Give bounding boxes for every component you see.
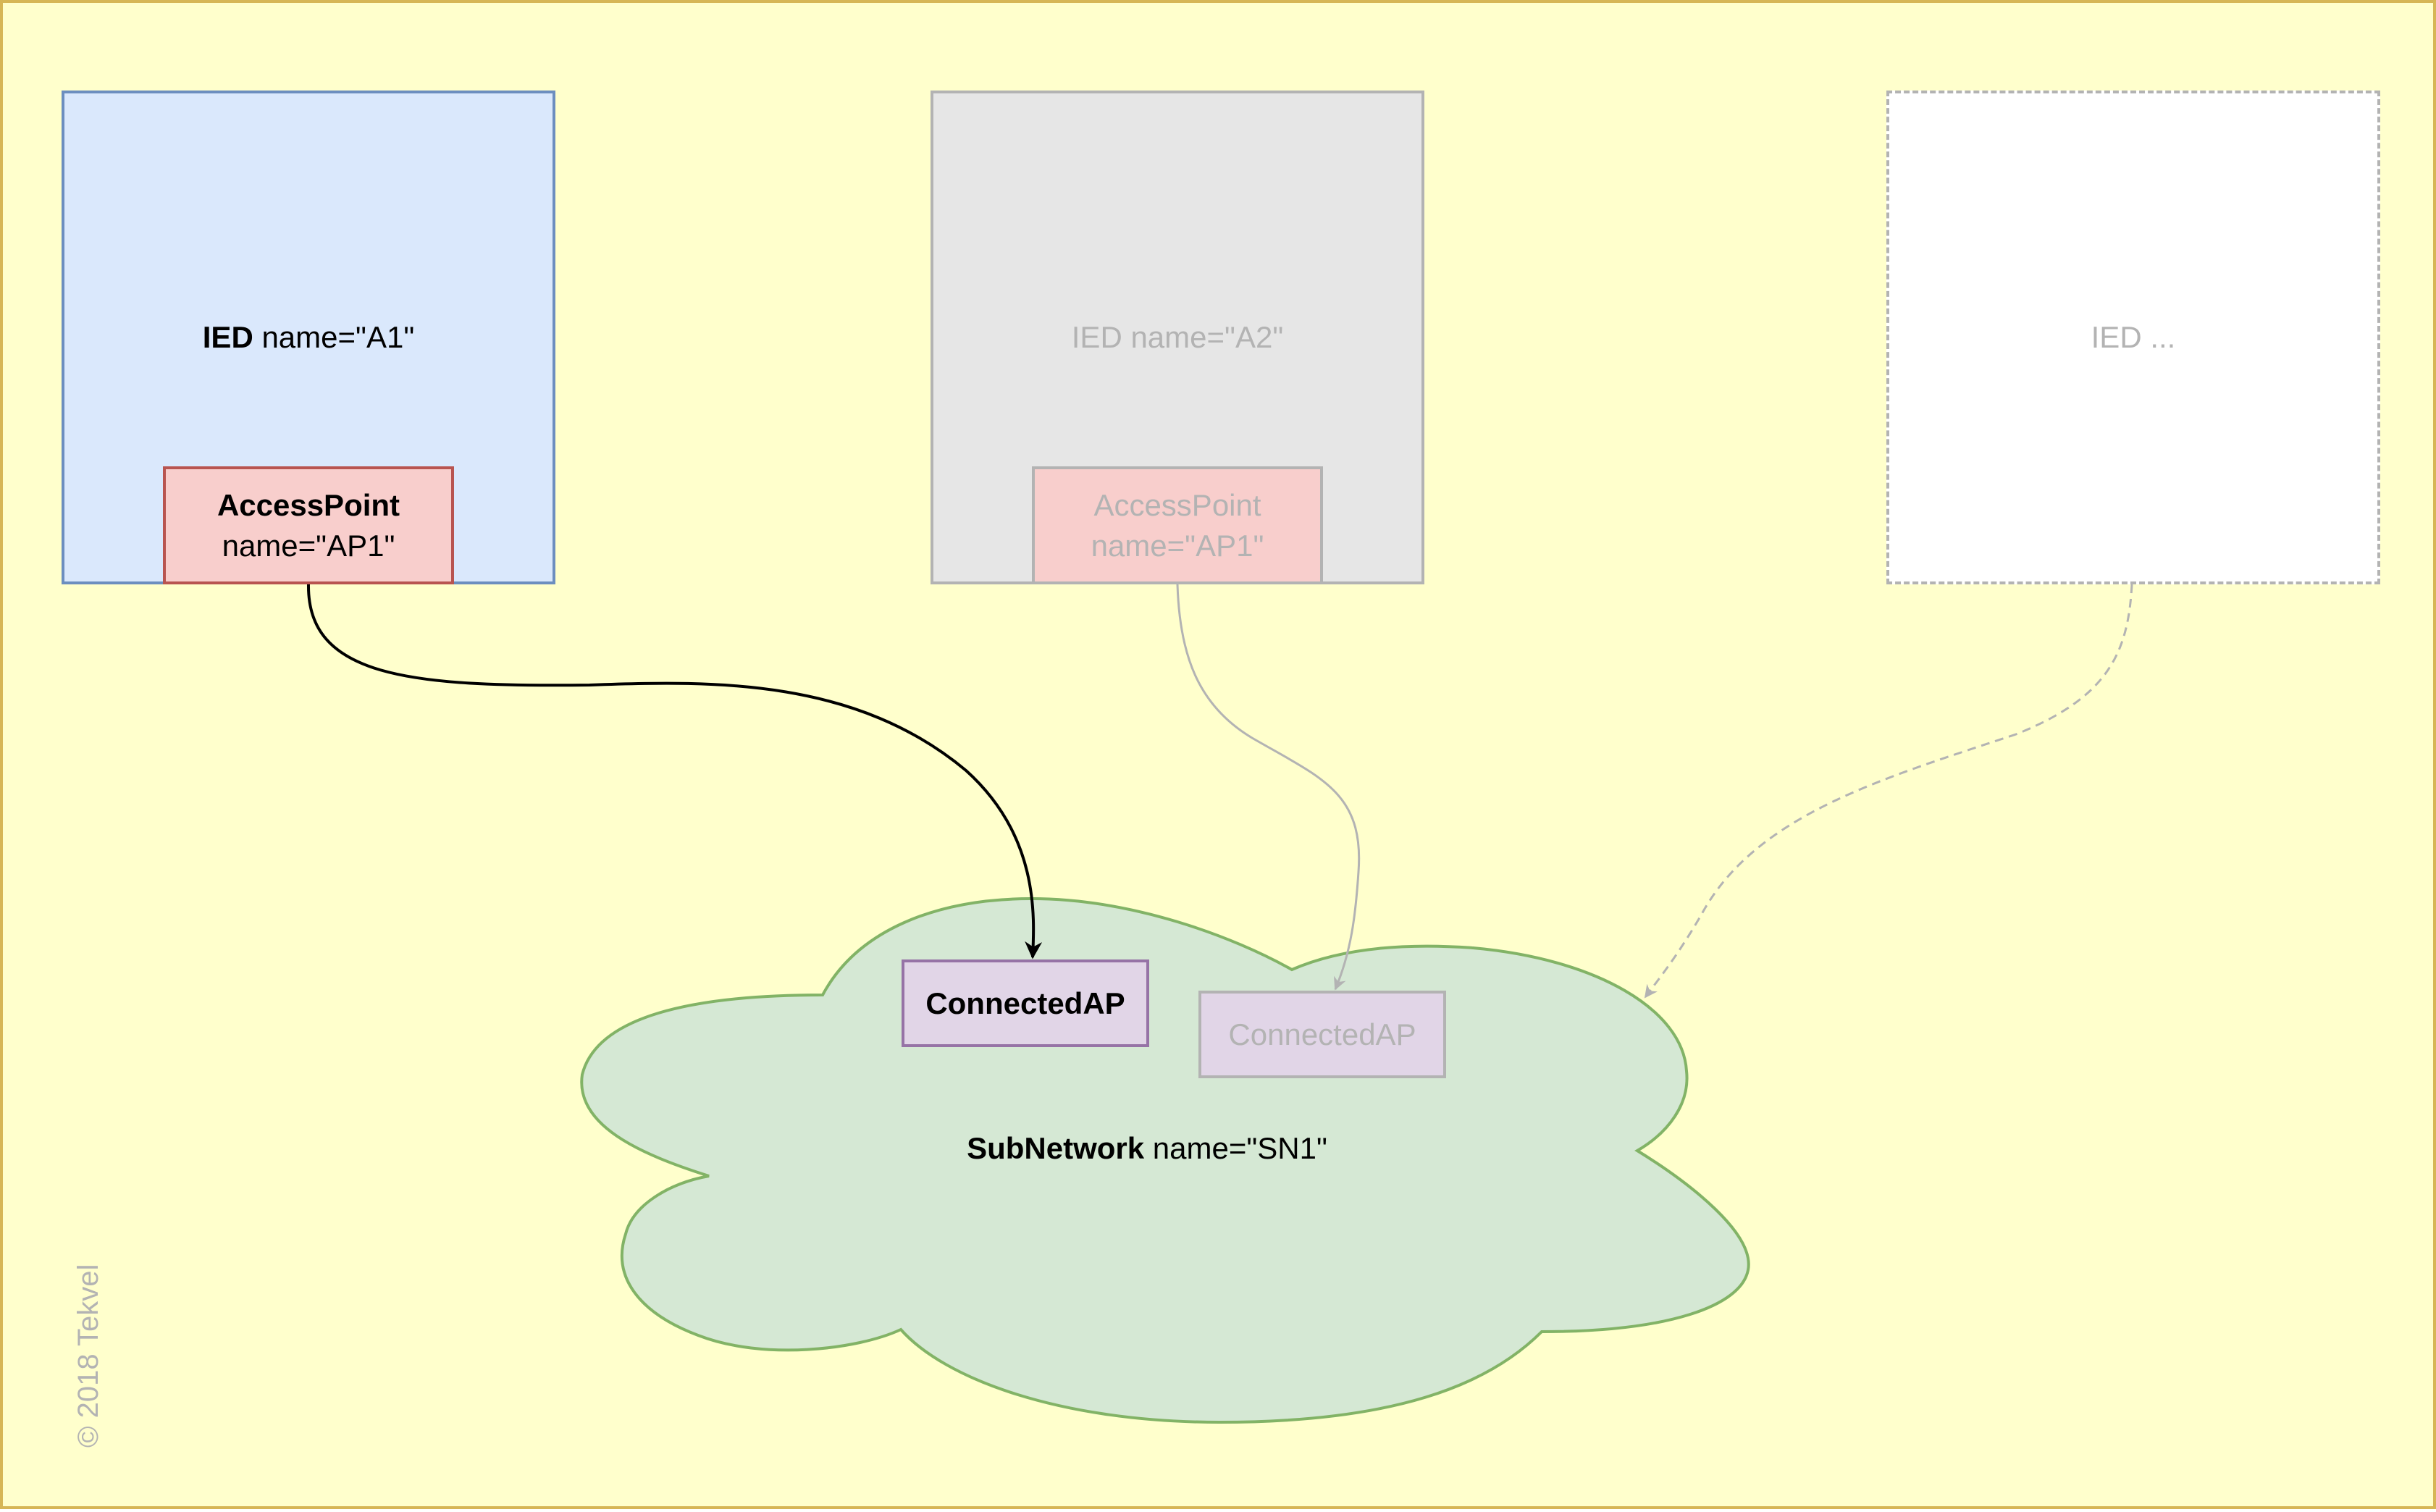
access-point-a2-title: AccessPoint xyxy=(1093,487,1261,522)
connected-ap-2-label: ConnectedAP xyxy=(1228,1017,1416,1051)
connected-ap-2[interactable]: ConnectedAP xyxy=(1198,991,1446,1078)
access-point-a1-name: name="AP1" xyxy=(222,528,395,563)
ied-more-label: IED ... xyxy=(2091,320,2176,354)
access-point-a1-title: AccessPoint xyxy=(217,487,400,522)
access-point-a2-name: name="AP1" xyxy=(1091,528,1264,563)
subnetwork-cloud[interactable] xyxy=(580,896,1750,1424)
connected-ap-1-label: ConnectedAP xyxy=(925,986,1125,1020)
copyright-text: © 2018 Tekvel xyxy=(72,1264,104,1448)
ied-a1-name: name="A1" xyxy=(253,320,415,354)
ied-a1-type: IED xyxy=(202,320,253,354)
connector-a1-ap1[interactable] xyxy=(306,584,1043,959)
ied-a2-label: IED name="A2" xyxy=(1071,320,1284,354)
connector-ied-more[interactable] xyxy=(1644,584,2133,999)
connector-a2-ap1[interactable] xyxy=(1176,584,1361,991)
connectors-layer xyxy=(306,584,2133,1424)
connected-ap-1[interactable]: ConnectedAP xyxy=(902,959,1149,1047)
access-point-a2[interactable]: AccessPoint name="AP1" xyxy=(1032,466,1323,584)
subnetwork-label: SubNetwork name="SN1" xyxy=(799,1131,1495,1166)
ied-more-box[interactable]: IED ... xyxy=(1886,91,2380,584)
ied-a1-box[interactable]: IED name="A1" xyxy=(62,91,555,584)
access-point-a1[interactable]: AccessPoint name="AP1" xyxy=(163,466,454,584)
subnetwork-name: name="SN1" xyxy=(1144,1131,1327,1165)
ied-a1-label: IED name="A1" xyxy=(203,322,414,353)
subnetwork-type: SubNetwork xyxy=(967,1131,1145,1165)
